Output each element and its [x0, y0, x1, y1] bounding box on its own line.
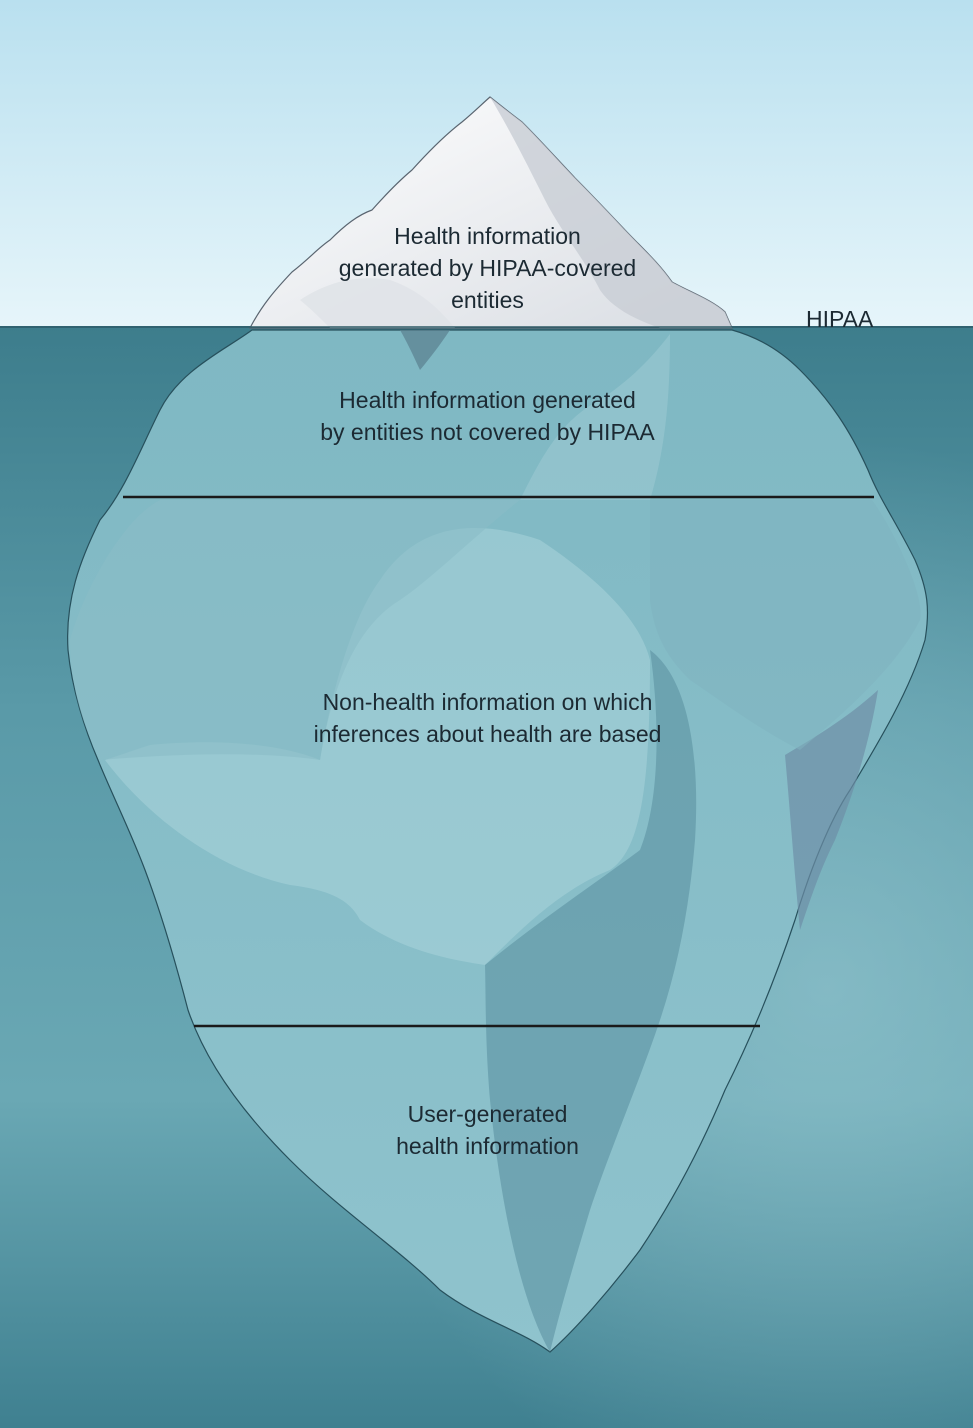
iceberg-tip-reflection: [400, 330, 450, 370]
label-non-covered-entities: Health information generated by entities…: [320, 387, 655, 445]
iceberg-tip-shadow-left: [300, 278, 455, 328]
label-non-health-inferences: Non-health information on which inferenc…: [313, 689, 662, 747]
iceberg-tip-shadow: [490, 97, 732, 328]
iceberg-facet-light: [105, 528, 650, 965]
iceberg-facet-right: [650, 500, 921, 750]
iceberg-facet-dark: [485, 650, 697, 1352]
iceberg-facet-darkest: [785, 690, 878, 930]
label-user-generated: User-generated health information: [396, 1101, 579, 1159]
label-hipaa-covered-entities: Health information generated by HIPAA-co…: [338, 223, 637, 313]
iceberg-facet-upper: [520, 334, 670, 500]
label-hipaa-waterline: HIPAA: [806, 306, 874, 332]
iceberg-facet-mid: [70, 500, 520, 760]
